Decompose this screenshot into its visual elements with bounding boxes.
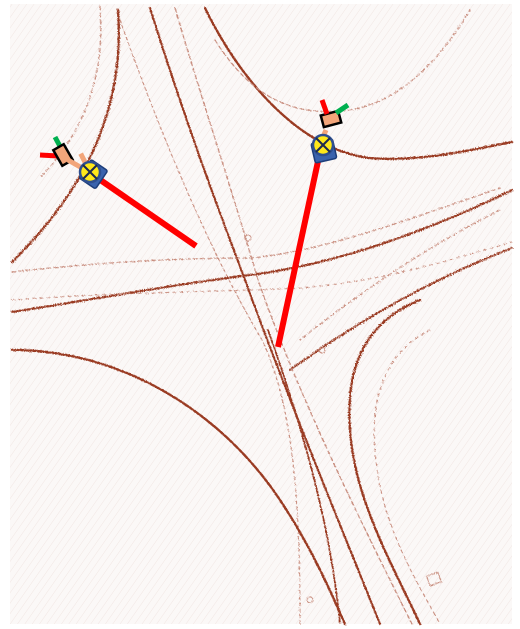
road-edge bbox=[348, 298, 422, 626]
road-marker bbox=[244, 234, 252, 242]
trajectory-left bbox=[94, 174, 198, 249]
road-edge bbox=[119, 19, 301, 625]
road-marker bbox=[318, 346, 326, 354]
road-edge bbox=[174, 7, 413, 625]
road-edge bbox=[214, 9, 471, 113]
road-edge bbox=[11, 187, 501, 273]
gripper-box bbox=[319, 109, 343, 129]
road-marker bbox=[426, 571, 442, 587]
gripper-arm-icon[interactable] bbox=[39, 135, 84, 171]
paper-background bbox=[10, 4, 512, 624]
trajectories bbox=[94, 151, 323, 348]
crosshair-target-icon bbox=[311, 133, 335, 157]
finger-red bbox=[319, 99, 330, 115]
road-edge bbox=[203, 6, 514, 160]
road-edge bbox=[10, 188, 514, 314]
road-edge bbox=[299, 209, 501, 341]
road-edge bbox=[10, 8, 120, 264]
road-marker bbox=[306, 596, 314, 604]
road-edge bbox=[11, 241, 513, 301]
trajectory-right bbox=[275, 151, 323, 348]
road-edge bbox=[267, 329, 341, 625]
crosshair-target-icon bbox=[78, 160, 102, 184]
arm-link bbox=[66, 157, 84, 171]
finger-green bbox=[334, 102, 350, 116]
road-edge bbox=[373, 329, 441, 625]
road-edge bbox=[148, 6, 382, 626]
road-edge bbox=[10, 348, 347, 626]
finger-red bbox=[39, 152, 59, 159]
road-edge bbox=[289, 247, 513, 371]
road-network bbox=[10, 5, 514, 626]
